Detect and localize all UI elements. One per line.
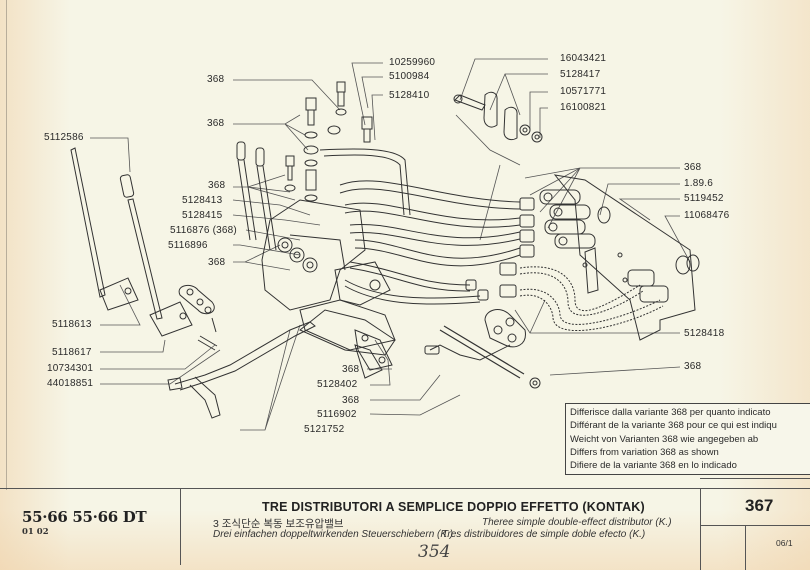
footer-divider: [700, 488, 701, 570]
part-label: 5128415: [182, 210, 223, 221]
part-label: 5128410: [389, 90, 430, 101]
pin: [197, 317, 218, 351]
page-number: 367: [745, 496, 774, 515]
part-label: 368: [207, 118, 225, 129]
part-label: 10571771: [560, 86, 607, 97]
note-line-en: Differs from variation 368 as shown: [570, 446, 719, 458]
part-label: 5100984: [389, 71, 430, 82]
part-label: 368: [208, 180, 226, 191]
link-plate: [178, 284, 215, 315]
part-label: 5128402: [317, 379, 358, 390]
part-label: 5121752: [304, 424, 345, 435]
title-english: Theree simple double-effect distributor …: [482, 517, 672, 528]
footer-divider: [745, 526, 746, 570]
title-italian: TRE DISTRIBUTORI A SEMPLICE DOPPIO EFFET…: [262, 500, 645, 514]
title-korean: 3 조식단순 복동 보조유압밸브: [213, 518, 344, 530]
part-label: 368: [342, 395, 360, 406]
valve-block: [261, 199, 396, 371]
control-lever-right: [119, 174, 193, 337]
part-label: 44018851: [47, 378, 94, 389]
bolts-and-washers: [236, 81, 373, 251]
title-block: 55·66 55·66 DT 01 02 TRE DISTRIBUTORI A …: [0, 478, 810, 570]
pipe-clamp-parts: [453, 91, 543, 143]
handwritten-note: 354: [418, 542, 451, 562]
part-label: 5128418: [684, 328, 725, 339]
model-code: 01 02: [22, 527, 49, 537]
pipe-fittings: [465, 197, 535, 301]
part-label: 16100821: [560, 102, 607, 113]
title-spanish: Tres distribuidores de simple doble efec…: [442, 529, 646, 540]
footer-top-border: [0, 488, 810, 489]
part-label: 5118617: [52, 347, 92, 358]
exploded-parts-drawing: [70, 58, 700, 431]
part-label: 5116896: [168, 240, 208, 251]
hydraulic-pipes: [319, 148, 664, 331]
note-line-it: Differisce dalla variante 368 per quanto…: [570, 407, 771, 418]
model-numbers: 55·66 55·66 DT: [22, 508, 147, 526]
part-label: 5118613: [52, 319, 92, 330]
part-label: 5112586: [44, 132, 84, 143]
page-code: 06/1: [776, 538, 793, 548]
binding-edge: [6, 0, 7, 490]
part-label: 5128417: [560, 69, 601, 80]
footer-divider: [180, 488, 181, 565]
part-label: 11068476: [684, 210, 730, 221]
part-label: 5128413: [182, 195, 223, 206]
part-label: 368: [684, 361, 702, 372]
part-label: 368: [684, 162, 702, 173]
part-label: 368: [208, 257, 226, 268]
part-label: 368: [207, 74, 225, 85]
title-german: Drei einfachen doppeltwirkenden Steuersc…: [213, 529, 454, 540]
leader-lines: [90, 58, 691, 431]
part-label: 5116902: [317, 409, 357, 420]
mounting-bracket: [553, 174, 700, 341]
note-line-es: Difiere de la variante 368 en lo indicad…: [570, 460, 737, 472]
support-bracket: [299, 309, 541, 389]
part-label: 1.89.6: [684, 178, 714, 189]
part-label: 10734301: [47, 363, 94, 374]
note-line-fr: Différant de la variante 368 pour ce qui…: [570, 420, 777, 432]
variant-note-box: Differisce dalla variante 368 per quanto…: [565, 403, 810, 475]
part-label: 16043421: [560, 53, 607, 64]
note-line-de: Weicht von Varianten 368 wie angegeben a…: [570, 433, 759, 445]
part-label: 10259960: [389, 57, 436, 68]
control-lever-left: [70, 147, 139, 311]
part-label: 368: [342, 364, 360, 375]
footer-divider: [700, 478, 810, 479]
part-label: 5116876 (368): [170, 225, 237, 236]
part-label: 5119452: [684, 193, 724, 204]
linkage-rod: [167, 321, 316, 419]
footer-divider: [700, 525, 810, 526]
quick-coupler-bank: [539, 189, 596, 249]
